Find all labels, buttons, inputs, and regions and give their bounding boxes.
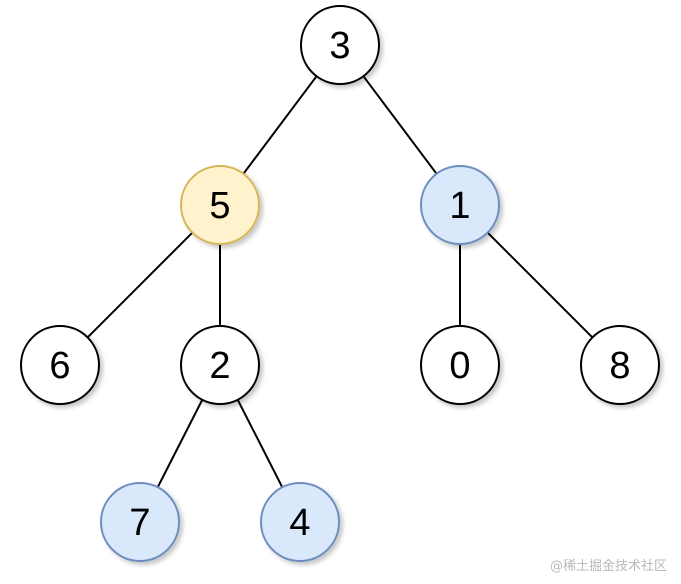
- tree-node-4: 4: [260, 482, 340, 562]
- watermark: @稀土掘金技术社区: [549, 559, 667, 574]
- tree-node-1: 1: [420, 165, 500, 245]
- edge-n1-n8: [486, 231, 594, 339]
- edge-n2-n7: [156, 399, 204, 488]
- node-label: 0: [449, 345, 470, 387]
- node-label: 8: [609, 345, 630, 387]
- node-circle: [180, 325, 260, 405]
- node-label: 2: [209, 345, 230, 387]
- edge-n3-n5: [242, 75, 318, 175]
- tree-node-7: 7: [100, 482, 180, 562]
- edges-layer: [86, 75, 594, 488]
- tree-node-5: 5: [180, 165, 260, 245]
- node-circle: [420, 325, 500, 405]
- node-circle: [100, 482, 180, 562]
- node-label: 4: [289, 502, 310, 544]
- node-circle: [20, 325, 100, 405]
- edge-n5-n6: [86, 231, 194, 339]
- node-label: 6: [49, 345, 70, 387]
- tree-node-8: 8: [580, 325, 660, 405]
- tree-node-0: 0: [420, 325, 500, 405]
- node-label: 3: [329, 25, 350, 67]
- tree-node-3: 3: [300, 5, 380, 85]
- nodes-layer: 3 5 1 6 2 0 8 7 4: [20, 5, 660, 562]
- node-circle: [180, 165, 260, 245]
- node-circle: [580, 325, 660, 405]
- node-label: 5: [209, 185, 230, 227]
- node-label: 1: [449, 185, 470, 227]
- node-circle: [300, 5, 380, 85]
- node-label: 7: [129, 502, 150, 544]
- node-circle: [260, 482, 340, 562]
- tree-node-2: 2: [180, 325, 260, 405]
- edge-n2-n4: [236, 399, 284, 488]
- node-circle: [420, 165, 500, 245]
- edge-n3-n1: [362, 75, 438, 175]
- tree-node-6: 6: [20, 325, 100, 405]
